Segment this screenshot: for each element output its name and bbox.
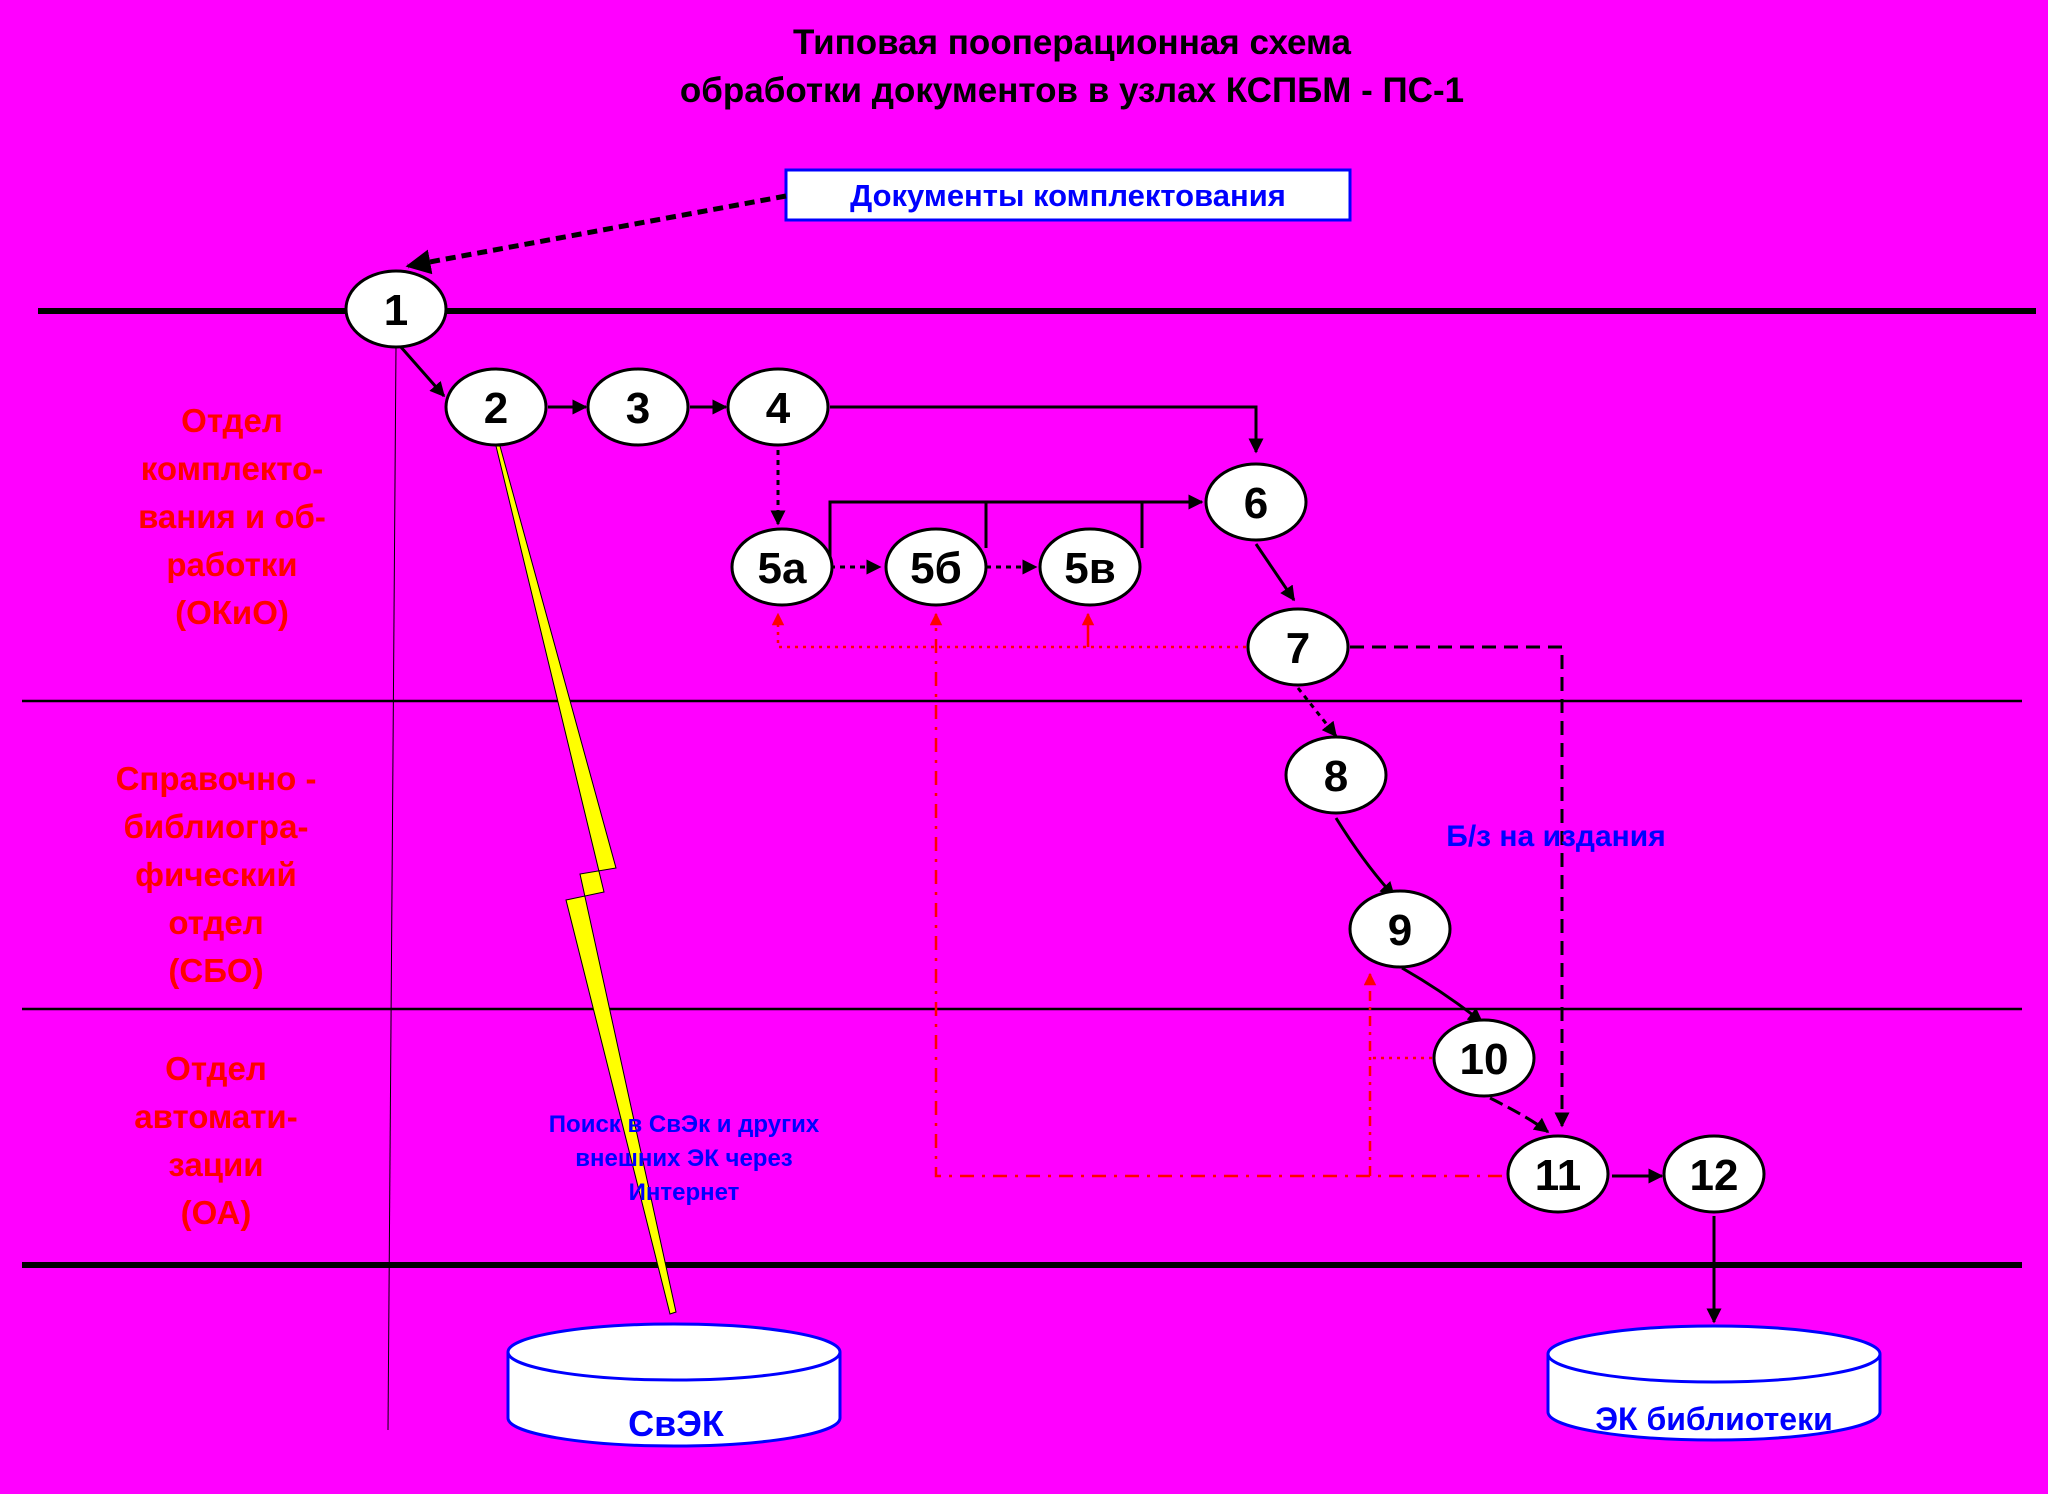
- node-6-label: 6: [1244, 479, 1268, 528]
- arrow-4-6: [830, 405, 1264, 454]
- node-11[interactable]: 11: [1506, 1134, 1610, 1214]
- vertical-thin-line: [387, 345, 397, 1431]
- node-1-label: 1: [384, 286, 408, 335]
- arrow-9-10: [1401, 966, 1484, 1024]
- database-svek[interactable]: СвЭК: [506, 1322, 842, 1448]
- node-8[interactable]: 8: [1284, 735, 1388, 815]
- okio-line-5: (ОКиО): [175, 594, 289, 631]
- feedback-7-5a: [771, 612, 1246, 649]
- arrow-7-8: [1296, 687, 1338, 738]
- node-4-label: 4: [766, 384, 791, 433]
- node-2[interactable]: 2: [444, 367, 548, 447]
- input-documents-label: Документы комплектования: [850, 178, 1286, 213]
- bz-label: Б/з на издания: [1446, 820, 1665, 853]
- department-okio: Отдел комплекто- вания и об- работки (ОК…: [138, 402, 326, 631]
- sbo-line-1: Справочно -: [116, 760, 317, 797]
- sbo-line-4: отдел: [168, 904, 263, 941]
- node-3-label: 3: [626, 384, 650, 433]
- node-7-label: 7: [1286, 624, 1310, 673]
- okio-line-4: работки: [166, 546, 297, 583]
- feedback-11-5b: [929, 612, 1502, 1178]
- svek-label: СвЭК: [628, 1403, 725, 1444]
- arrow-6-7: [1254, 543, 1296, 602]
- node-7[interactable]: 7: [1246, 607, 1350, 687]
- ek-cylinder-top: [1546, 1324, 1882, 1384]
- node-12[interactable]: 12: [1662, 1134, 1766, 1214]
- node-4[interactable]: 4: [726, 367, 830, 447]
- search-annotation: Поиск в СвЭк и других внешних ЭК через И…: [549, 1111, 820, 1206]
- arrow-10-11: [1489, 1096, 1550, 1134]
- oa-line-2: автомати-: [134, 1098, 297, 1135]
- okio-line-1: Отдел: [181, 402, 283, 439]
- okio-line-2: комплекто-: [141, 450, 323, 487]
- oa-line-1: Отдел: [165, 1050, 267, 1087]
- node-12-label: 12: [1690, 1151, 1739, 1200]
- input-documents-box: [784, 168, 1352, 222]
- node-8-label: 8: [1324, 752, 1348, 801]
- svek-cylinder-top: [506, 1322, 842, 1382]
- node-1[interactable]: 1: [344, 269, 448, 349]
- title-line-2: обработки документов в узлах КСПБМ - ПС-…: [680, 71, 1464, 110]
- arrow-5a-6: [828, 494, 1204, 566]
- node-2-label: 2: [484, 384, 508, 433]
- node-5v-label: 5в: [1064, 544, 1116, 593]
- node-3[interactable]: 3: [586, 367, 690, 447]
- search-line-2: внешних ЭК через: [575, 1145, 793, 1172]
- database-ek[interactable]: ЭК библиотеки: [1546, 1324, 1882, 1442]
- feedback-arrows: [771, 612, 1502, 1178]
- arrow-8-9: [1334, 817, 1396, 898]
- search-line-1: Поиск в СвЭк и других: [549, 1111, 820, 1138]
- search-line-3: Интернет: [629, 1179, 740, 1206]
- oa-line-3: зации: [168, 1146, 263, 1183]
- department-sbo: Справочно - библиогра- фический отдел (С…: [116, 760, 317, 989]
- node-5b-label: 5б: [910, 544, 962, 593]
- sbo-line-2: библиогра-: [124, 808, 309, 845]
- sbo-line-5: (СБО): [168, 952, 263, 989]
- node-5a-label: 5а: [758, 544, 807, 593]
- arrow-1-2: [398, 345, 446, 398]
- arrow-7-11: [1350, 645, 1570, 1128]
- flow-arrows: [398, 345, 1722, 1324]
- node-5b[interactable]: 5б: [884, 527, 988, 607]
- node-10-label: 10: [1460, 1035, 1509, 1084]
- node-10[interactable]: 10: [1432, 1018, 1536, 1098]
- node-5a[interactable]: 5а: [730, 527, 834, 607]
- input-arrow: [405, 193, 787, 275]
- node-9[interactable]: 9: [1348, 889, 1452, 969]
- nodes: 1 2 3 4 5а 5б 5в 6: [344, 269, 1766, 1214]
- node-6[interactable]: 6: [1204, 462, 1308, 542]
- node-9-label: 9: [1388, 906, 1412, 955]
- department-oa: Отдел автомати- зации (ОА): [134, 1050, 297, 1231]
- okio-line-3: вания и об-: [138, 498, 326, 535]
- node-11-label: 11: [1535, 1151, 1582, 1200]
- sbo-line-3: фический: [135, 856, 297, 893]
- ek-label: ЭК библиотеки: [1595, 1401, 1833, 1437]
- oa-line-4: (ОА): [181, 1194, 252, 1231]
- internet-lightning: [495, 445, 677, 1315]
- node-5v[interactable]: 5в: [1038, 527, 1142, 607]
- title-line-1: Типовая пооперационная схема: [793, 23, 1351, 62]
